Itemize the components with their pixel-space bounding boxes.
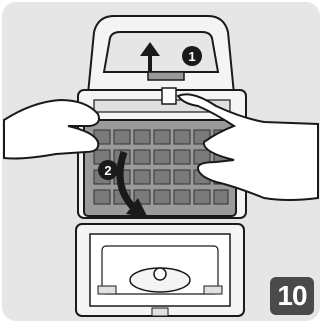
- step-number-badge: 10: [270, 277, 314, 315]
- appliance-base: [76, 224, 244, 316]
- lid-handle: [88, 16, 234, 94]
- waffle-maker-drawing: [2, 2, 320, 321]
- illustration-panel: 1 2 10: [2, 2, 320, 321]
- callout-1-badge: 1: [182, 46, 202, 66]
- callout-2-badge: 2: [98, 160, 118, 180]
